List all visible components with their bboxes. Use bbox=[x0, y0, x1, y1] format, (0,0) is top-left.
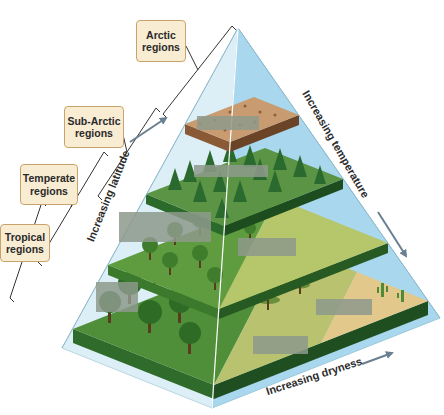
label-blank bbox=[96, 116, 372, 354]
cactus-symbols bbox=[377, 283, 404, 302]
region-name: Arctic regions bbox=[139, 29, 183, 53]
region-box: Tropical regions bbox=[0, 224, 50, 262]
pyramid-right-face bbox=[212, 28, 440, 408]
temperature-arrow bbox=[378, 212, 406, 256]
pyramid-edge bbox=[62, 28, 440, 348]
region-box: Sub-Arctic regions bbox=[64, 106, 124, 148]
region-box: Arctic regions bbox=[136, 20, 186, 62]
conifer-trees bbox=[168, 140, 326, 218]
tundra-ground bbox=[185, 97, 299, 142]
region-name: Tropical regions bbox=[3, 231, 47, 255]
pyramid-edge bbox=[212, 28, 238, 408]
latitude-arrow bbox=[130, 118, 166, 142]
region-name: Temperate regions bbox=[23, 172, 75, 196]
region-name: Sub-Arctic regions bbox=[67, 115, 121, 139]
region-box: Temperate regions bbox=[20, 164, 78, 205]
dryness-arrow bbox=[362, 353, 392, 364]
